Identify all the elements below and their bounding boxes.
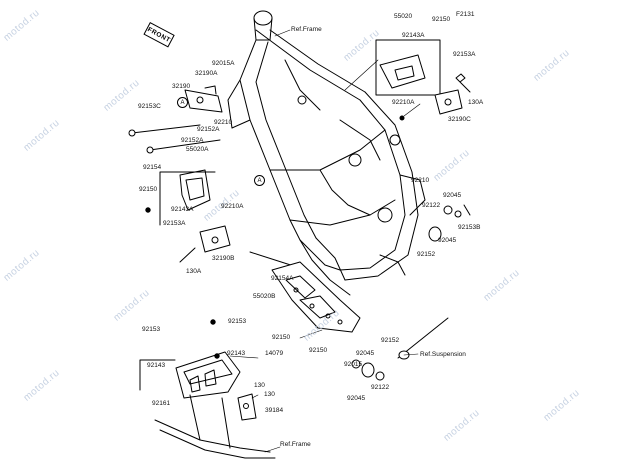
part-92045-low2: 92045: [347, 395, 366, 402]
part-92210-left: 92210: [214, 119, 233, 126]
part-92153-2: 92153: [142, 326, 161, 333]
part-39184: 39184: [265, 407, 284, 414]
part-32190: 32190: [172, 83, 191, 90]
ref-frame-top: Ref.Frame: [291, 26, 322, 33]
part-92210-right: 92210: [411, 177, 430, 184]
bolt-92153a-right: [455, 73, 471, 93]
part-92122-r1: 92122: [422, 202, 441, 209]
part-55020a: 55020A: [186, 146, 209, 153]
part-92150-left: 92150: [139, 186, 158, 193]
bolt-92154: [149, 139, 221, 151]
part-32190b: 32190B: [212, 255, 235, 262]
pivot-parts-right: [428, 204, 471, 242]
part-92150-top: 92150: [432, 16, 451, 23]
part-92153b: 92153B: [458, 224, 481, 231]
part-32190c: 32190C: [448, 116, 471, 123]
part-92210a-right: 92210A: [392, 99, 415, 106]
part-55020b: 55020B: [253, 293, 276, 300]
part-92152a-2: 92152A: [181, 137, 204, 144]
chain-guide-14079: [139, 351, 241, 399]
part-92153c: 92153C: [138, 103, 161, 110]
part-92015: 92015: [344, 361, 363, 368]
callout-a-top: A: [177, 97, 188, 108]
diagram-code: F2131: [456, 11, 475, 18]
part-92152-r1: 92152: [417, 251, 436, 258]
bracket-55020a: [159, 169, 216, 226]
bracket-32190c: [434, 89, 463, 115]
bracket-55020: [375, 39, 441, 96]
part-92150-mid: 92150: [272, 334, 291, 341]
bracket-39184: [237, 393, 257, 421]
part-92150-low: 92150: [309, 347, 328, 354]
skid-plate-55020b: [271, 261, 361, 333]
part-92153a-left: 92153A: [163, 220, 186, 227]
part-92153a-right: 92153A: [453, 51, 476, 58]
bolt-92153c: [131, 124, 201, 134]
part-92210a-left: 92210A: [221, 203, 244, 210]
collar-92122: [361, 362, 375, 378]
part-92154a: 92154A: [271, 275, 294, 282]
part-92122-low: 92122: [371, 384, 390, 391]
part-92143-2: 92143: [147, 362, 166, 369]
part-92015a: 92015A: [212, 60, 235, 67]
bracket-32190b: [179, 225, 231, 263]
part-92143-1: 92143: [227, 350, 246, 357]
part-92152a-1: 92152A: [197, 126, 220, 133]
part-92161: 92161: [152, 400, 171, 407]
part-130-2: 130: [264, 391, 275, 398]
part-130a-left: 130A: [186, 268, 202, 275]
part-32190a: 32190A: [195, 70, 218, 77]
frame-assembly: [227, 10, 426, 296]
part-92153-1: 92153: [228, 318, 247, 325]
part-92152-low: 92152: [381, 337, 400, 344]
part-130a-right: 130A: [468, 99, 484, 106]
part-92045-r1: 92045: [443, 192, 462, 199]
part-92143a-top: 92143A: [402, 32, 425, 39]
part-92143a-left: 92143A: [171, 206, 194, 213]
part-55020: 55020: [394, 13, 413, 20]
bracket-32190a: [184, 85, 223, 113]
ref-frame-bottom: Ref.Frame: [280, 441, 311, 448]
part-92045-r2: 92045: [438, 237, 457, 244]
lower-frame: [154, 419, 271, 453]
callout-a-mid: A: [254, 175, 265, 186]
part-14079: 14079: [265, 350, 284, 357]
ref-suspension: Ref.Suspension: [420, 351, 466, 358]
part-92154: 92154: [143, 164, 162, 171]
part-130-1: 130: [254, 382, 265, 389]
part-92045-low1: 92045: [356, 350, 375, 357]
